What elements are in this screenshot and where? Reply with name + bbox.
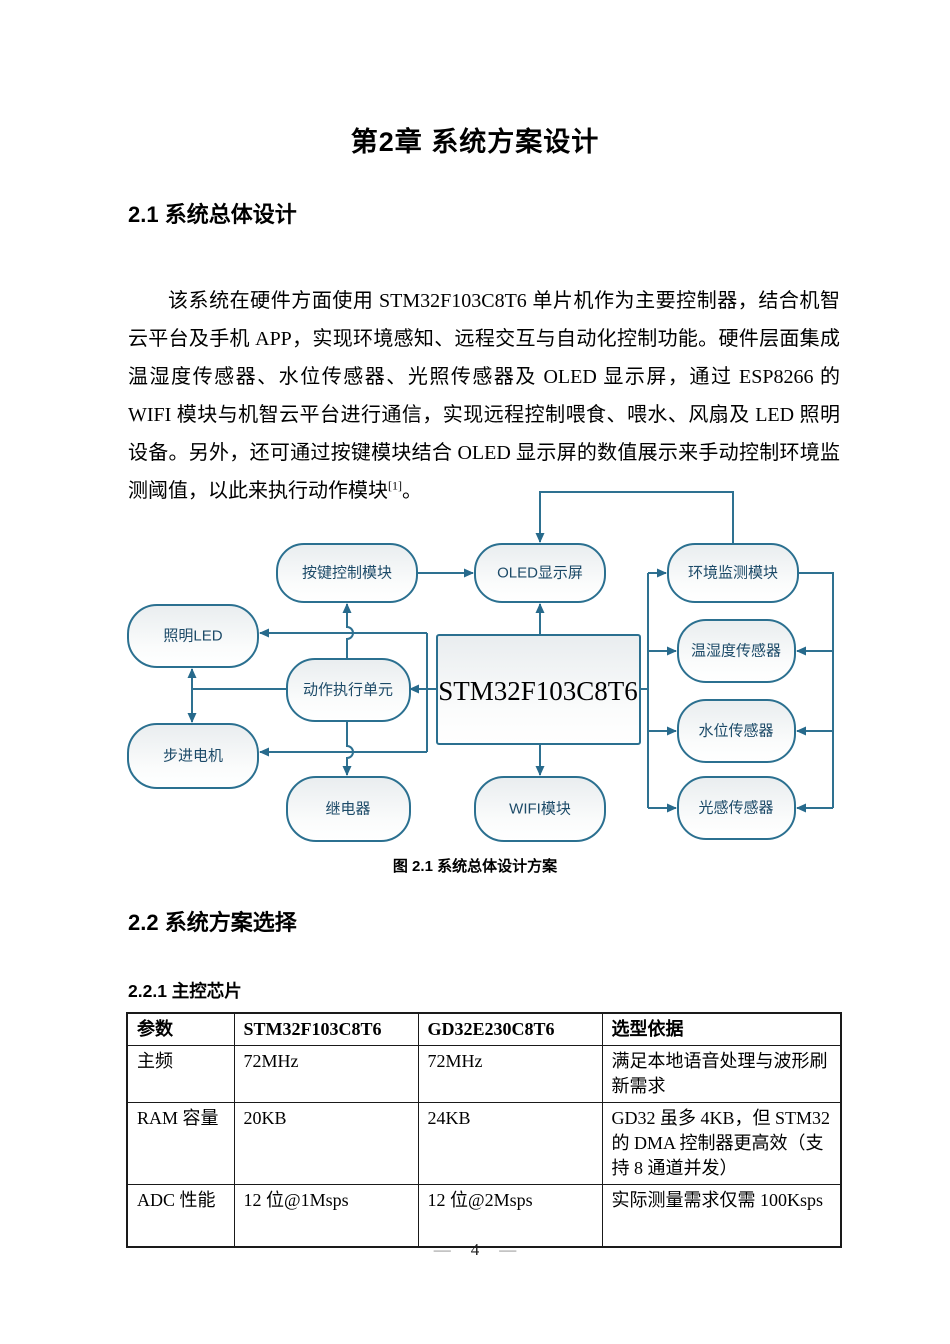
diagram-connectors: [187, 491, 834, 813]
chapter-title: 第2章 系统方案设计: [350, 127, 600, 157]
figure-caption: 图 2.1 系统总体设计方案: [392, 858, 558, 875]
table-cell: GD32 虽多 4KB，但 STM32 的 DMA 控制器更高效（支持 8 通道…: [601, 1102, 842, 1185]
footnote-reference: [1]: [388, 478, 402, 493]
table-row: 主频 72MHz 72MHz 满足本地语音处理与波形刷新需求: [126, 1045, 842, 1103]
diagram-node-led: 照明LED: [127, 604, 259, 668]
diagram-node-temp-humidity-label: 温湿度传感器: [691, 643, 781, 660]
diagram-node-action-unit-label: 动作执行单元: [303, 682, 393, 699]
table-cell: 满足本地语音处理与波形刷新需求: [601, 1045, 842, 1103]
body-paragraph: 该系统在硬件方面使用 STM32F103C8T6 单片机作为主要控制器，结合机智…: [128, 282, 840, 510]
diagram-node-relay-label: 继电器: [325, 801, 370, 818]
table-cell: 12 位@1Msps: [233, 1184, 419, 1247]
diagram-node-wifi: WIFI模块: [474, 776, 606, 842]
page-number: 4: [470, 1240, 480, 1259]
table-cell: ADC 性能: [126, 1184, 235, 1247]
table-cell: RAM 容量: [126, 1102, 235, 1185]
page-number-footer: — 4 —: [0, 1240, 950, 1260]
diagram-node-water-level-label: 水位传感器: [698, 723, 773, 740]
diagram-node-key-control-label: 按键控制模块: [302, 565, 392, 582]
diagram-node-stepper-label: 步进电机: [163, 748, 223, 765]
table-cell: 12 位@2Msps: [417, 1184, 603, 1247]
paragraph-text: 该系统在硬件方面使用 STM32F103C8T6 单片机作为主要控制器，结合机智…: [128, 290, 840, 502]
diagram-node-stepper: 步进电机: [127, 723, 259, 789]
diagram-node-led-label: 照明LED: [163, 628, 222, 645]
system-diagram: 按键控制模块 OLED显示屏 环境监测模块 照明LED 动作执行单元 STM32…: [127, 491, 834, 842]
subsection-heading-2-2-1: 2.2.1 主控芯片: [128, 981, 242, 1001]
diagram-node-key-control: 按键控制模块: [276, 543, 418, 603]
section-heading-2-1: 2.1 系统总体设计: [128, 202, 297, 227]
table-cell: 72MHz: [233, 1045, 419, 1103]
diagram-node-env-monitor-label: 环境监测模块: [688, 564, 778, 582]
diagram-node-relay: 继电器: [286, 776, 411, 842]
diagram-node-wifi-label: WIFI模块: [509, 801, 571, 818]
table-cell: 20KB: [233, 1102, 419, 1185]
table-cell: 主频: [126, 1045, 235, 1103]
table-header-rationale: 选型依据: [601, 1012, 842, 1046]
diagram-node-mcu-label: STM32F103C8T6: [438, 676, 638, 706]
table-header-stm32: STM32F103C8T6: [233, 1012, 419, 1046]
diagram-node-temp-humidity: 温湿度传感器: [677, 619, 796, 683]
section-heading-2-2: 2.2 系统方案选择: [128, 910, 297, 935]
table-row: ADC 性能 12 位@1Msps 12 位@2Msps 实际测量需求仅需 10…: [126, 1184, 842, 1247]
footer-dash-right: —: [499, 1240, 517, 1259]
diagram-node-action-unit: 动作执行单元: [286, 658, 411, 722]
table-cell: 72MHz: [417, 1045, 603, 1103]
diagram-node-light-sensor-label: 光感传感器: [698, 800, 773, 817]
mcu-comparison-table: 参数 STM32F103C8T6 GD32E230C8T6 选型依据 主频 72…: [126, 1012, 842, 1248]
table-header-row: 参数 STM32F103C8T6 GD32E230C8T6 选型依据: [126, 1012, 842, 1046]
table-header-parameter: 参数: [126, 1012, 235, 1046]
diagram-node-mcu: STM32F103C8T6: [436, 634, 641, 745]
diagram-node-oled-label: OLED显示屏: [497, 565, 583, 582]
table-cell: 实际测量需求仅需 100Ksps: [601, 1184, 842, 1247]
table-cell: 24KB: [417, 1102, 603, 1185]
paragraph-end: 。: [402, 480, 422, 502]
footer-dash-left: —: [433, 1240, 451, 1259]
diagram-node-light-sensor: 光感传感器: [677, 776, 796, 840]
diagram-node-water-level: 水位传感器: [677, 699, 796, 763]
table-header-gd32: GD32E230C8T6: [417, 1012, 603, 1046]
diagram-node-oled: OLED显示屏: [474, 543, 606, 603]
table-row: RAM 容量 20KB 24KB GD32 虽多 4KB，但 STM32 的 D…: [126, 1102, 842, 1185]
diagram-node-env-monitor: 环境监测模块: [667, 543, 799, 603]
